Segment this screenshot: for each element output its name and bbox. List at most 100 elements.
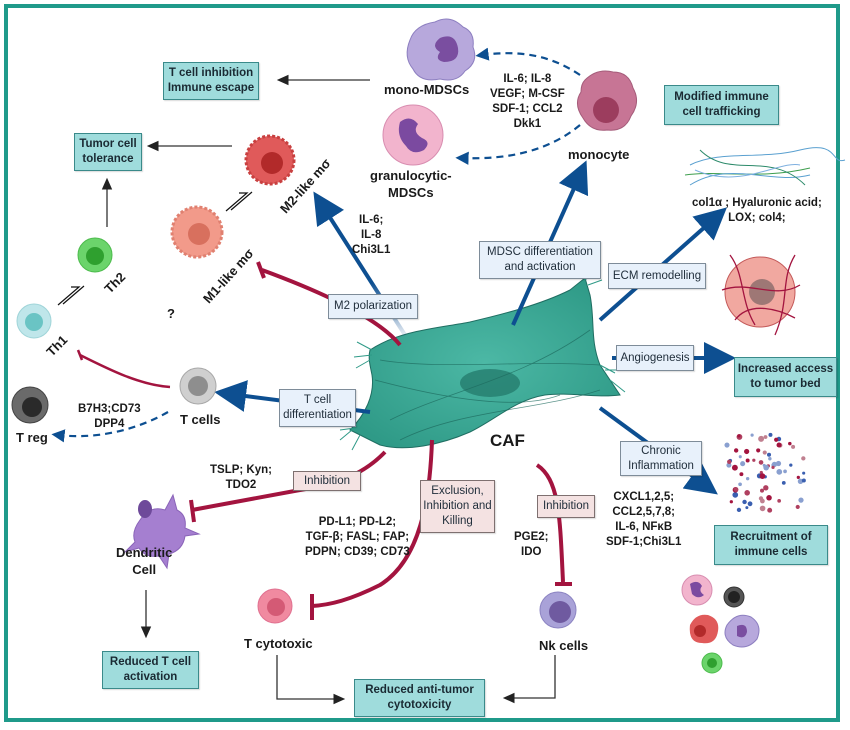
arrow-monocyte-to-mono-mdsc [475,47,581,76]
m2-macrophage-cell [244,134,296,186]
label-mono-mdscs: mono-MDSCs [384,82,470,97]
molecule-line: SDF-1;Chi3L1 [606,535,682,548]
tcytotoxic-cell [257,588,293,624]
chemokine-dot [759,505,766,512]
mechanism-label: Killing [442,514,473,527]
chemokine-dot [796,475,800,479]
chemokine-dot [763,435,768,439]
chemokine-dot [789,463,793,467]
arrows-outcome [101,74,556,705]
molecule-line: PGE2; [514,531,549,543]
tcells-cell [179,367,217,405]
chemokine-dot [771,461,778,467]
caf-cell [339,264,626,451]
molecule-line: SDF-1; CCL2 [492,102,563,115]
molecules-nk: PGE2; IDO [514,530,549,560]
chemokine-dot [745,458,750,463]
chemokine-dot [797,478,804,484]
molecule-line: Dkk1 [513,117,542,130]
recruited-cells [681,574,760,674]
mechanism-label: Inflammation [628,459,694,472]
chemokine-dot [776,442,782,448]
mechanism-label: ECM remodelling [612,269,702,282]
caf-label: CAF [490,431,525,450]
result-line: Recruitment of [730,531,812,544]
chemokine-dot [774,437,779,442]
result-line: to tumor bed [750,378,821,390]
result-line: Modified immune [674,91,769,104]
molecule-line: VEGF; M-CSF [490,87,565,100]
result-line: cytotoxicity [387,699,452,711]
chemokine-dot [733,487,739,492]
chemokine-dot [732,492,739,498]
chemokine-dot [744,448,750,455]
chemokine-dot [738,482,742,487]
chemokine-dot [726,462,732,468]
equilibrium-icons [57,191,253,306]
label-granulocytic-mdscs: granulocytic-MDSCs [370,168,452,202]
molecule-line: IL-6; IL-8 [503,73,552,85]
result-line: Reduced anti-tumor [365,684,474,697]
chemokine-dot [760,498,765,504]
chemokine-dot [767,507,773,513]
chemokine-dot [758,460,764,465]
molecule-line: IL-6; [359,214,384,226]
chemokine-dot [781,480,786,485]
result-line: T cell inhibition [168,67,254,80]
chemokine-dot [801,478,806,483]
molecule-line: CCL2,5,7,8; [612,505,676,518]
label-t-reg: T reg [16,430,48,445]
molecule-line: TDO2 [225,478,257,491]
arrow-monocyte-to-gran-mdsc [455,124,581,165]
mechanism-label: T cell [303,394,332,407]
chemokine-dot [731,464,738,471]
monocyte-cell [577,70,637,131]
mechanism-label: M2 polarization [334,300,412,313]
chemokine-dot [776,469,783,475]
chemokine-dot [758,435,765,442]
result-line: Reduced T cell [109,656,192,669]
chemokine-dot [752,458,756,462]
chemokine-dot [767,452,772,457]
inhibit-nk [535,463,565,583]
result-line: tolerance [82,153,134,165]
result-line: cell trafficking [682,106,761,118]
chemokine-dot [791,444,796,449]
th1-cell [16,303,52,339]
mechanism-label: Exclusion, [431,485,484,498]
mechanism-label: MDSC differentiation [487,246,593,259]
chemokine-dot [768,457,772,461]
arrow-tcells-to-treg [51,411,169,443]
chemokine-dot [745,476,750,481]
chemokine-dot [759,473,766,480]
result-modified-trafficking: Modified immune cell trafficking [664,85,779,125]
mechanism-label: Inhibition [303,474,351,487]
inhibit-th1 [79,353,171,389]
nk-cell [539,591,577,629]
molecule-line: PD-L1; PD-L2; [318,516,397,528]
chemokine-dot [795,504,800,510]
label-line: Cell [132,561,157,577]
molecule-line: DPP4 [94,417,125,430]
chemokine-dot [744,490,750,496]
result-line: activation [123,671,178,683]
chemokine-dot [747,501,753,507]
mechanism-label: Chronic [641,444,681,457]
chemokine-dot [788,441,792,446]
result-line: Immune escape [167,82,255,94]
molecule-line: IDO [521,545,542,558]
label-line: granulocytic- [370,168,452,183]
molecule-line: col1α ; Hyaluronic acid; [692,197,822,209]
chemokine-dot [762,450,767,455]
chemokine-dot [766,495,772,501]
m1-macrophage-cell [170,205,224,259]
molecule-line: IL-6, NFκB [615,520,673,533]
